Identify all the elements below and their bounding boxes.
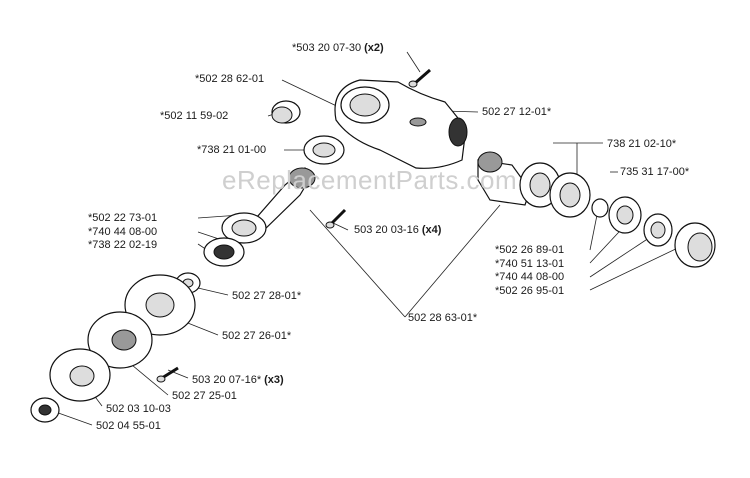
screw-mid xyxy=(325,208,347,229)
left-bearing-stack xyxy=(175,212,267,294)
support-cup xyxy=(87,311,153,369)
part-label-502286201[interactable]: *502 28 62-01 xyxy=(195,73,265,85)
part-label-502272601[interactable]: 502 27 26-01* xyxy=(222,330,292,342)
part-label-502272801[interactable]: 502 27 28-01* xyxy=(232,290,302,302)
part-label-502286301[interactable]: 502 28 63-01* xyxy=(408,312,478,324)
part-label-735311700[interactable]: 735 31 17-00* xyxy=(620,166,690,178)
gear-housing xyxy=(334,79,468,169)
watermark-text: eReplacementParts.com xyxy=(222,165,518,195)
screw-lower xyxy=(156,366,179,383)
part-label-740511301[interactable]: *740 51 13-01 xyxy=(495,258,565,270)
part-label-740440800-left[interactable]: *740 44 08-00 xyxy=(88,226,158,238)
nut-part xyxy=(30,397,60,423)
part-label-502045501[interactable]: 502 04 55-01 xyxy=(96,420,161,432)
screw-top xyxy=(408,68,431,88)
part-label-502031003[interactable]: 502 03 10-03 xyxy=(106,403,171,415)
part-label-502272501[interactable]: 502 27 25-01 xyxy=(172,390,237,402)
part-label-502115902[interactable]: *502 11 59-02 xyxy=(160,110,229,122)
part-label-738220219[interactable]: *738 22 02-19 xyxy=(88,239,158,251)
part-label-738210100[interactable]: *738 21 01-00 xyxy=(197,144,267,156)
right-gear-assembly xyxy=(477,151,716,268)
part-label-738210210[interactable]: 738 21 02-10* xyxy=(607,138,677,150)
part-label-502268901[interactable]: *502 26 89-01 xyxy=(495,244,565,256)
part-label-740440800-right[interactable]: *740 44 08-00 xyxy=(495,271,565,283)
part-label-502271201[interactable]: 502 27 12-01* xyxy=(482,106,552,118)
part-label-503200730[interactable]: *503 20 07-30(x2) xyxy=(292,42,384,54)
lower-disc xyxy=(49,348,111,402)
part-label-502269501[interactable]: *502 26 95-01 xyxy=(495,285,565,297)
plug-part xyxy=(271,100,301,124)
part-label-503200716[interactable]: 503 20 07-16*(x3) xyxy=(192,374,284,386)
part-label-503200316[interactable]: 503 20 03-16(x4) xyxy=(354,224,442,236)
upper-bearing xyxy=(303,135,345,165)
part-label-502227301[interactable]: *502 22 73-01 xyxy=(88,212,158,224)
